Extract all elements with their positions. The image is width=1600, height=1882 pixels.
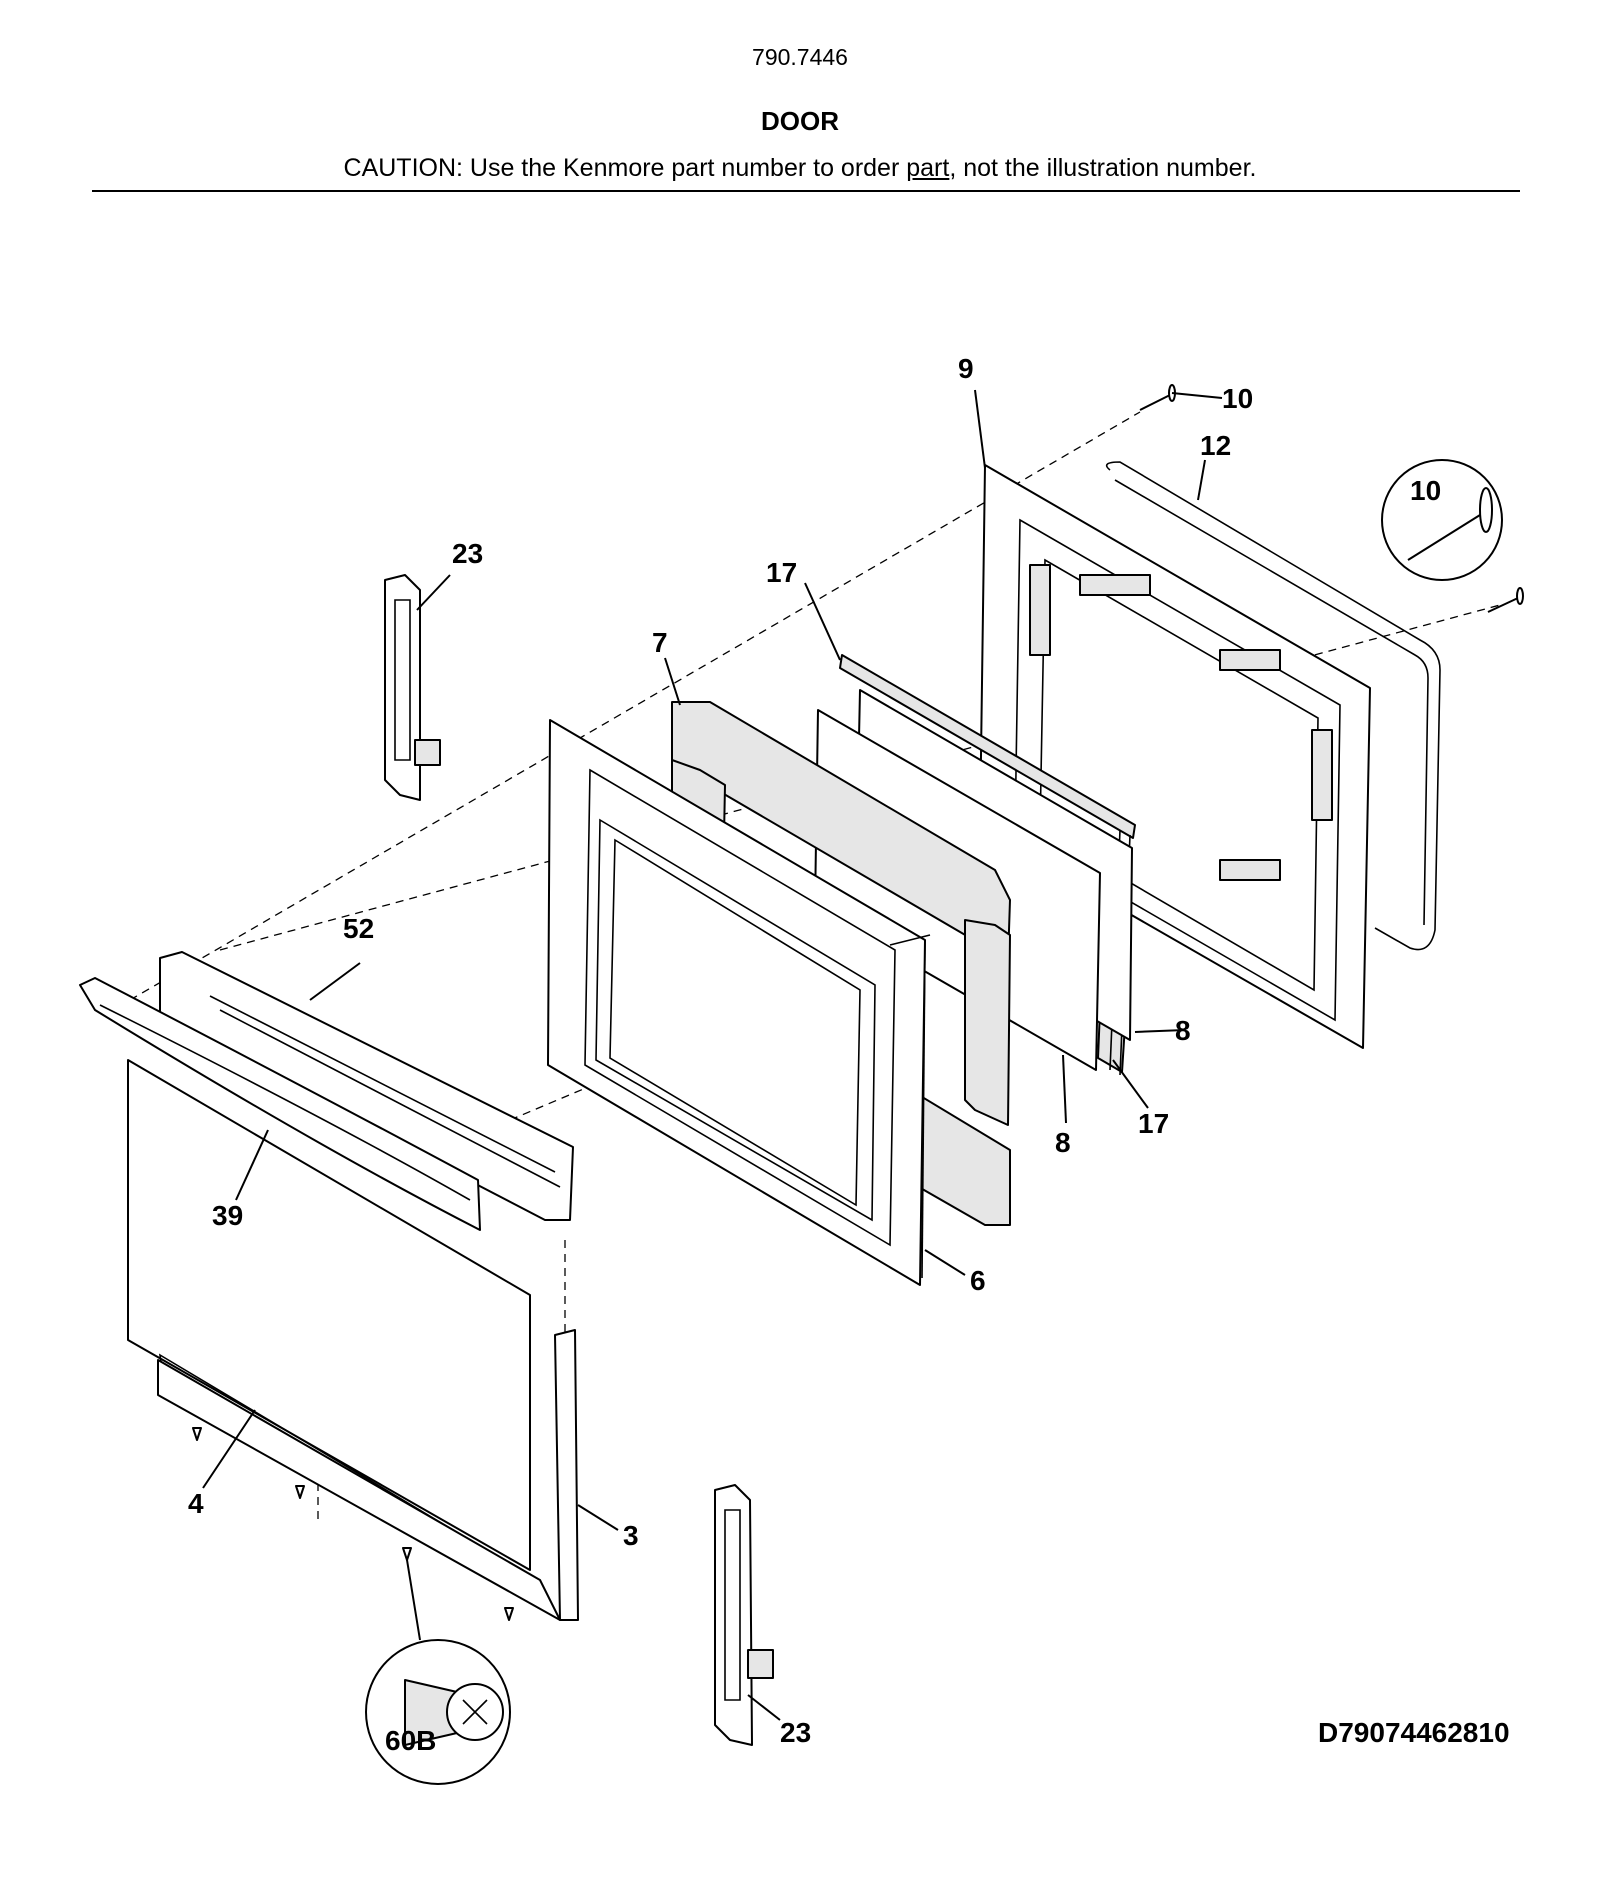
- hinge-part-23-bottom: [714, 1484, 774, 1746]
- callout-7: 7: [652, 627, 668, 658]
- callout-8-bottom: 8: [1055, 1127, 1071, 1158]
- screw-detail-circle: [1381, 459, 1503, 581]
- callout-6: 6: [970, 1265, 986, 1296]
- section-title: DOOR: [761, 106, 839, 136]
- outer-trim-part-3: [157, 1329, 579, 1621]
- caution-underlined-word: part: [906, 154, 950, 182]
- callout-10: 10: [1222, 383, 1253, 414]
- screw-part-10: [1139, 384, 1524, 613]
- callout-labels: 9 10 12 10 23 17 7 52 8 17 8 39 6 4 3 23…: [188, 353, 1510, 1756]
- callout-10-detail: 10: [1410, 475, 1441, 506]
- screw-detail-60B: [365, 1559, 511, 1785]
- handle-part-39: [79, 977, 481, 1231]
- leader-lines: [202, 389, 1223, 1721]
- gasket-part-12: [1105, 461, 1441, 951]
- callout-60B: 60B: [385, 1725, 436, 1756]
- callout-8-right: 8: [1175, 1015, 1191, 1046]
- callout-3: 3: [623, 1520, 639, 1551]
- callout-12: 12: [1200, 430, 1231, 461]
- hinge-part-23-top: [384, 574, 441, 801]
- caution-suffix: , not the illustration number.: [949, 154, 1257, 182]
- header-rule: [92, 190, 1520, 192]
- inner-door-frame-part-6: [547, 719, 931, 1286]
- diagram-id: D79074462810: [1318, 1717, 1510, 1748]
- callout-9: 9: [958, 353, 974, 384]
- bottom-screws: [192, 1427, 514, 1621]
- callout-23-top: 23: [452, 538, 483, 569]
- caution-prefix: CAUTION: Use the Kenmore part number to …: [343, 154, 907, 182]
- model-number: 790.7446: [752, 44, 848, 70]
- callout-52: 52: [343, 913, 374, 944]
- caution-note: CAUTION: Use the Kenmore part number to …: [0, 154, 1600, 183]
- callout-17-bottom: 17: [1138, 1108, 1169, 1139]
- callout-23-bottom: 23: [780, 1717, 811, 1748]
- callout-39: 39: [212, 1200, 243, 1231]
- callout-4: 4: [188, 1488, 204, 1519]
- door-liner-part-9: [979, 464, 1371, 1049]
- callout-17-top: 17: [766, 557, 797, 588]
